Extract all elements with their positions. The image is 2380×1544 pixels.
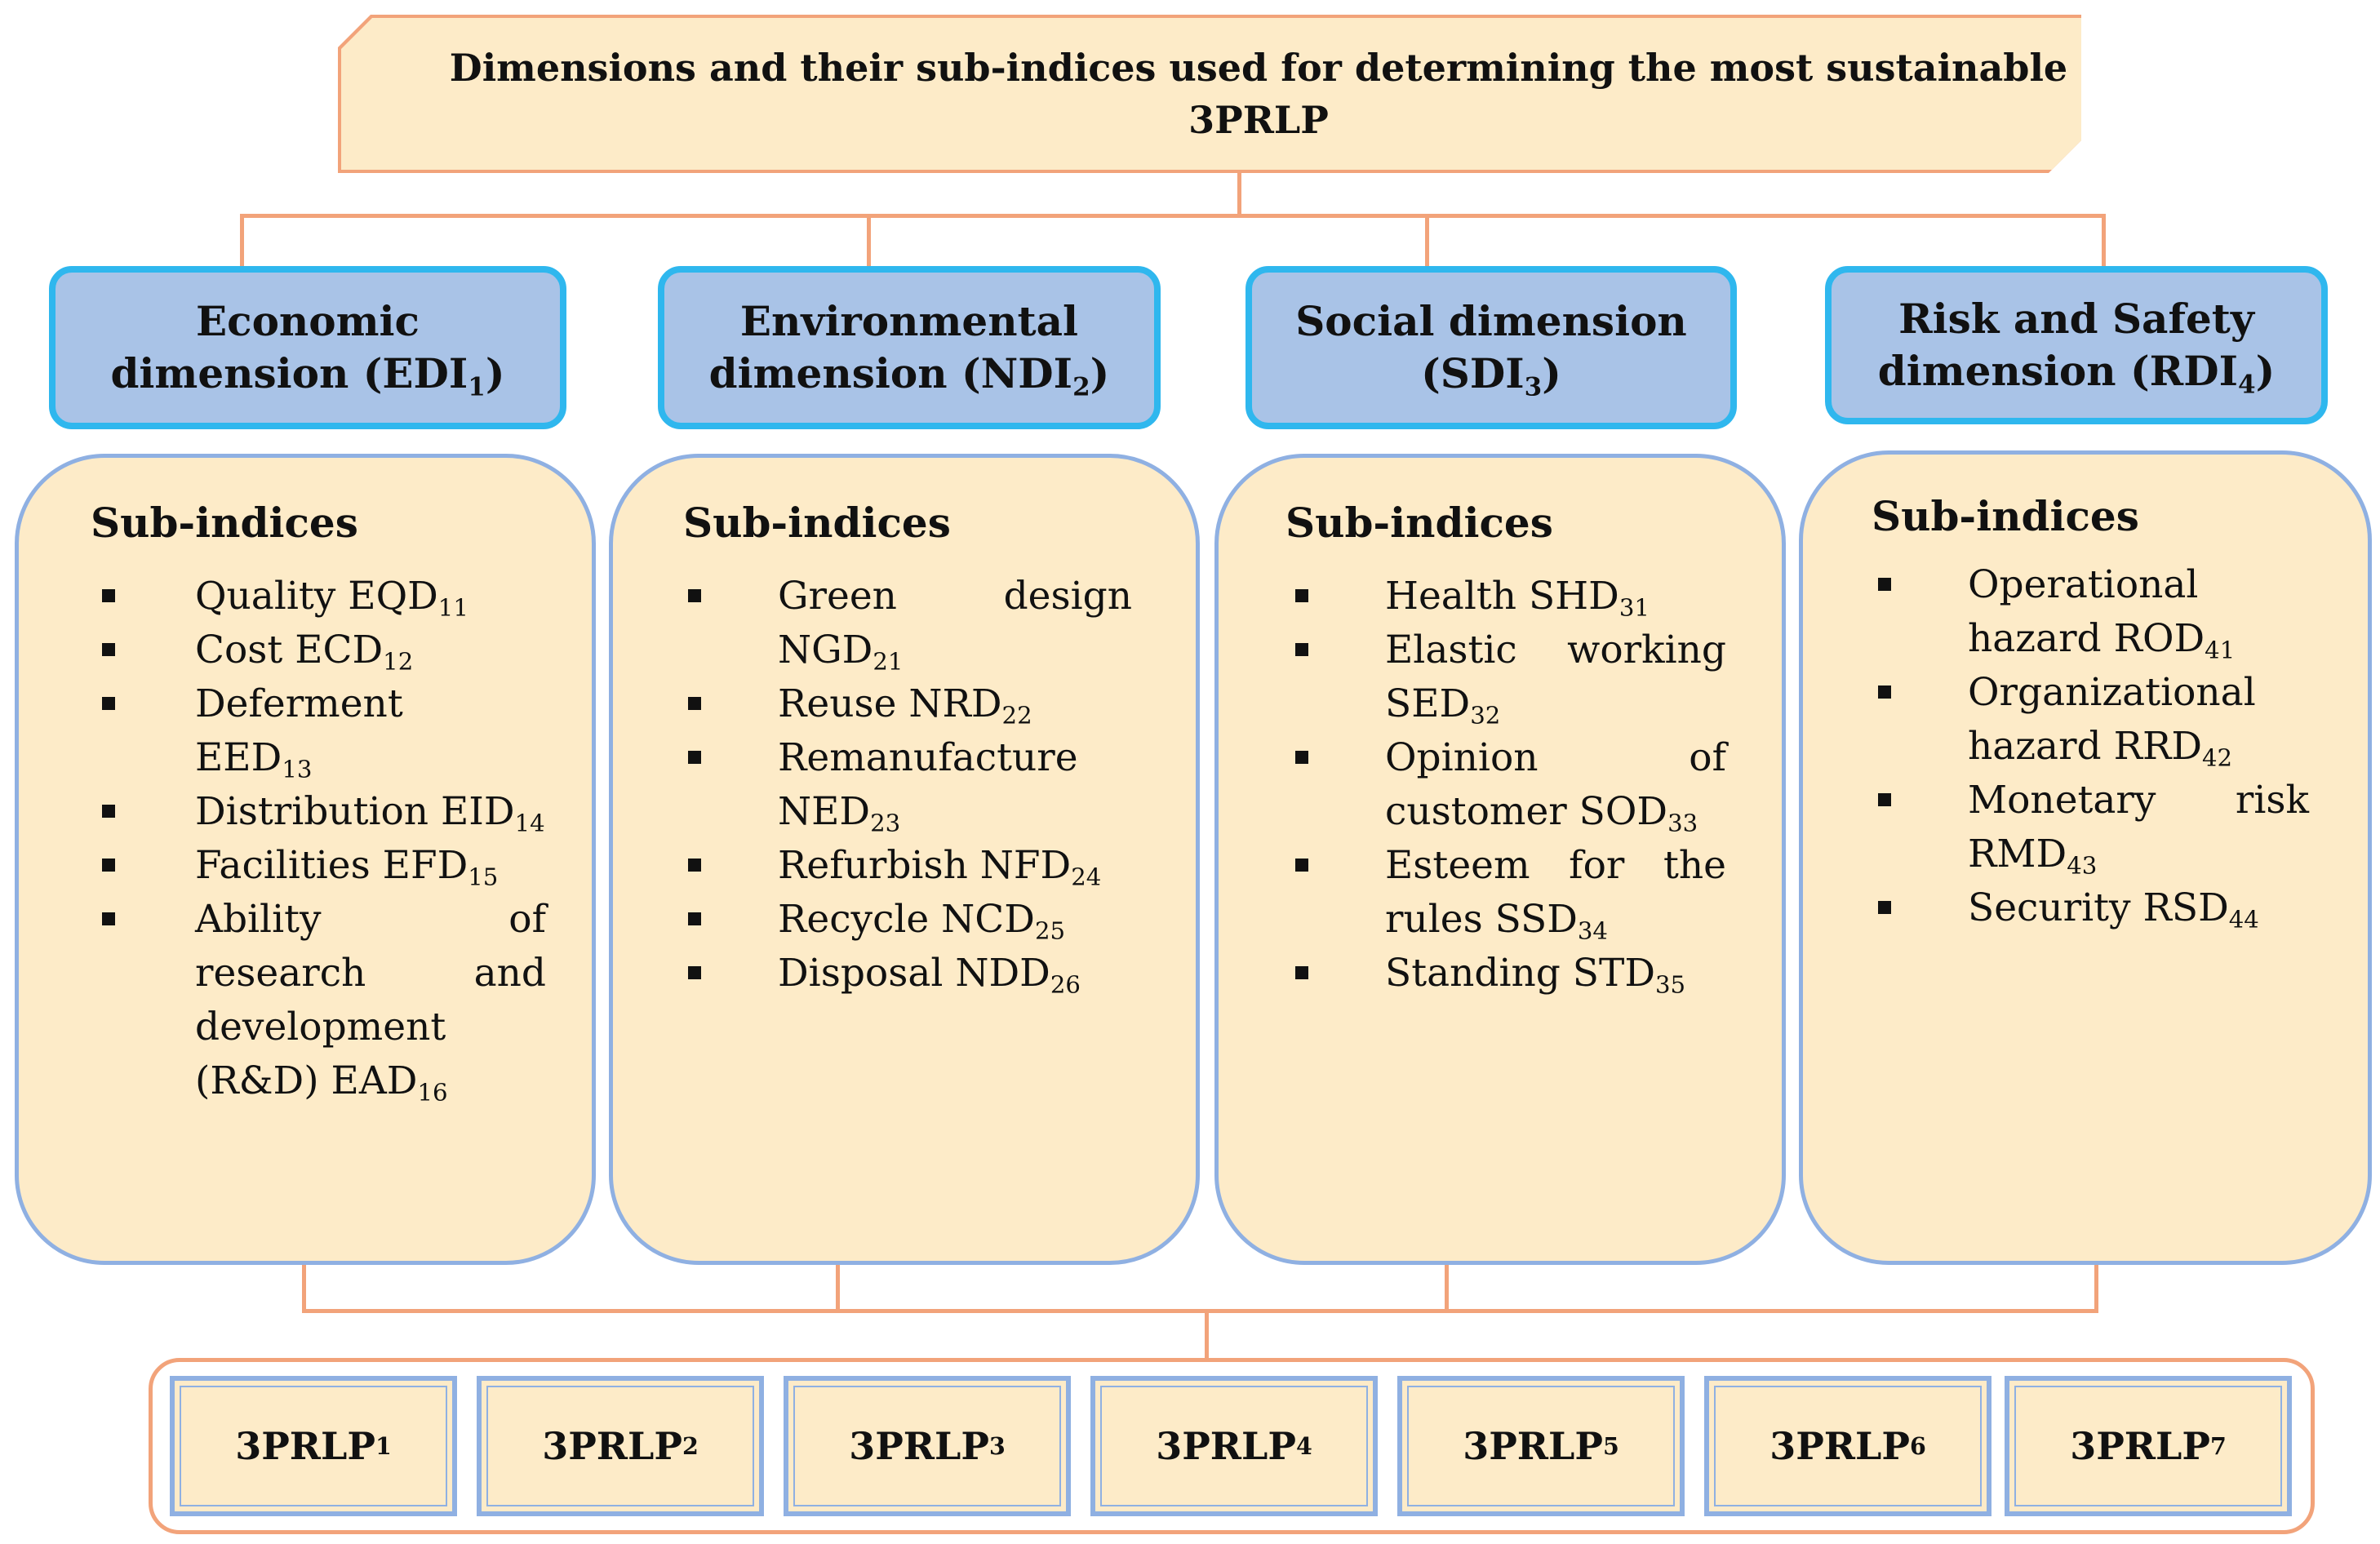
list-item: Health SHD31 [1294, 570, 1726, 623]
square-bullet-icon [688, 966, 701, 979]
list-item: Elastic working SED32 [1294, 623, 1726, 731]
list-item: Recycle NCD25 [686, 893, 1132, 947]
square-bullet-icon [102, 589, 115, 602]
square-bullet-icon [1878, 578, 1891, 591]
economic-subindices-panel: Sub-indices Quality EQD11 Cost ECD12 Def… [15, 454, 596, 1265]
dimension-line2: dimension (EDI [110, 349, 468, 397]
social-subindices-panel: Sub-indices Health SHD31 Elastic working… [1214, 454, 1786, 1265]
list-item: Ability of research and development (R&D… [97, 893, 546, 1108]
square-bullet-icon [1295, 966, 1308, 979]
title-banner: Dimensions and their sub-indices used fo… [338, 15, 2081, 173]
dimension-line1: Environmental [739, 297, 1079, 345]
square-bullet-icon [102, 859, 115, 872]
connector-to-environmental [867, 214, 871, 266]
list-item: Deferment EED13 [97, 677, 546, 785]
square-bullet-icon [1878, 901, 1891, 914]
list-item: Cost ECD12 [97, 623, 546, 677]
square-bullet-icon [1295, 589, 1308, 602]
economic-dimension-box: Economic dimension (EDI1) [49, 266, 566, 429]
connector-top-horizontal [240, 214, 2106, 218]
dimension-line1: Social dimension [1295, 297, 1687, 345]
connector-to-risk [2102, 214, 2106, 266]
connector-title-down [1237, 173, 1241, 215]
square-bullet-icon [1295, 751, 1308, 764]
risk-safety-dimension-box: Risk and Safety dimension (RDI4) [1825, 266, 2328, 424]
connector-from-social [1445, 1263, 1449, 1312]
square-bullet-icon [102, 643, 115, 656]
list-item: Quality EQD11 [97, 570, 546, 623]
list-item: Reuse NRD22 [686, 677, 1132, 731]
panel-heading: Sub-indices [683, 499, 951, 547]
connector-from-economic [302, 1263, 306, 1312]
list-item: Green design NGD21 [686, 570, 1132, 677]
square-bullet-icon [102, 697, 115, 710]
environmental-dimension-box: Environmental dimension (NDI2) [658, 266, 1161, 429]
dimension-line2: (SDI [1421, 349, 1525, 397]
list-item: Standing STD35 [1294, 947, 1726, 1000]
dimension-line1: Risk and Safety [1898, 295, 2254, 343]
dimension-line1: Economic [196, 297, 420, 345]
panel-heading: Sub-indices [1872, 492, 2139, 540]
list-item: Refurbish NFD24 [686, 839, 1132, 893]
square-bullet-icon [688, 589, 701, 602]
dimension-line2: dimension (NDI [708, 349, 1073, 397]
alternatives-container [149, 1358, 2315, 1534]
panel-heading: Sub-indices [91, 499, 358, 547]
list-item: Disposal NDD26 [686, 947, 1132, 1000]
list-item: Facilities EFD15 [97, 839, 546, 893]
dimension-line2: dimension (RDI [1877, 347, 2238, 395]
square-bullet-icon [1295, 643, 1308, 656]
connector-bottom-horizontal [302, 1309, 2098, 1313]
list-item: Security RSD44 [1876, 881, 2309, 935]
connector-to-alternatives [1205, 1309, 1209, 1360]
list-item: Esteem for the rules SSD34 [1294, 839, 1726, 947]
square-bullet-icon [688, 697, 701, 710]
social-dimension-box: Social dimension (SDI3) [1246, 266, 1737, 429]
panel-heading: Sub-indices [1285, 499, 1553, 547]
risk-safety-subindices-panel: Sub-indices Operational hazard ROD41 Org… [1799, 450, 2372, 1265]
square-bullet-icon [688, 912, 701, 925]
list-item: Opinion of customer SOD33 [1294, 731, 1726, 839]
environmental-subindices-panel: Sub-indices Green design NGD21 Reuse NRD… [609, 454, 1200, 1265]
square-bullet-icon [1878, 685, 1891, 699]
connector-to-economic [240, 214, 244, 266]
square-bullet-icon [102, 912, 115, 925]
connector-to-social [1425, 214, 1429, 266]
connector-from-environmental [836, 1263, 840, 1312]
square-bullet-icon [1878, 793, 1891, 806]
list-item: Distribution EID14 [97, 785, 546, 839]
square-bullet-icon [102, 805, 115, 818]
square-bullet-icon [1295, 859, 1308, 872]
diagram-title: Dimensions and their sub-indices used fo… [341, 18, 2176, 170]
square-bullet-icon [688, 859, 701, 872]
square-bullet-icon [688, 751, 701, 764]
connector-from-risk [2094, 1263, 2098, 1312]
list-item: Remanufacture NED23 [686, 731, 1132, 839]
list-item: Operational hazard ROD41 [1876, 558, 2309, 666]
list-item: Organizational hazard RRD42 [1876, 666, 2309, 774]
list-item: Monetary risk RMD43 [1876, 774, 2309, 881]
